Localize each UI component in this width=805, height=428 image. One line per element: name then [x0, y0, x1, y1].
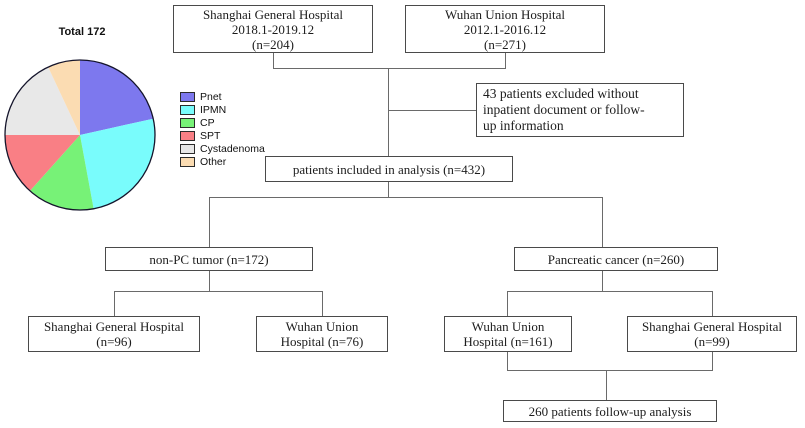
- box-line: up information: [483, 118, 564, 133]
- connector: [322, 291, 323, 316]
- box-wuhan-top: Wuhan Union Hospital 2012.1-2016.12 (n=2…: [405, 5, 605, 53]
- connector: [209, 271, 210, 292]
- legend-label: IPMN: [200, 104, 227, 116]
- box-wuhan-76: Wuhan Union Hospital (n=76): [256, 316, 388, 352]
- legend-item-cp: CP: [180, 117, 265, 129]
- box-non-pc-tumor: non-PC tumor (n=172): [105, 247, 313, 271]
- box-line: Pancreatic cancer (n=260): [547, 251, 685, 267]
- box-line: Shanghai General Hospital: [43, 319, 185, 334]
- box-line: Hospital (n=76): [280, 334, 364, 349]
- legend-swatch-cp: [180, 118, 195, 128]
- pie-outline: [4, 59, 156, 211]
- connector: [507, 291, 508, 316]
- legend-label: Cystadenoma: [200, 143, 265, 155]
- legend-item-spt: SPT: [180, 130, 265, 142]
- connector: [712, 291, 713, 316]
- legend-item-ipmn: IPMN: [180, 104, 265, 116]
- connector: [606, 370, 607, 400]
- box-line: (n=271): [484, 36, 526, 52]
- legend-swatch-ipmn: [180, 105, 195, 115]
- box-line: Hospital (n=161): [463, 334, 553, 349]
- box-excluded: 43 patients excluded without inpatient d…: [476, 83, 684, 137]
- box-line: non-PC tumor (n=172): [149, 251, 269, 267]
- box-line: inpatient document or follow-: [483, 102, 645, 117]
- box-followup: 260 patients follow-up analysis: [503, 400, 717, 422]
- connector: [114, 291, 323, 292]
- pie-legend: Pnet IPMN CP SPT Cystadenoma Other: [180, 91, 265, 169]
- box-shanghai-99: Shanghai General Hospital (n=99): [627, 316, 797, 352]
- connector: [273, 68, 506, 69]
- legend-label: Other: [200, 156, 227, 168]
- box-line: patients included in analysis (n=432): [292, 161, 486, 177]
- box-shanghai-96: Shanghai General Hospital (n=96): [28, 316, 200, 352]
- box-wuhan-161: Wuhan Union Hospital (n=161): [444, 316, 572, 352]
- legend-swatch-other: [180, 157, 195, 167]
- connector: [114, 291, 115, 316]
- box-line: Wuhan Union Hospital: [444, 6, 566, 22]
- box-line: 43 patients excluded without: [483, 86, 639, 101]
- connector: [388, 68, 389, 156]
- connector: [507, 370, 713, 371]
- legend-label: SPT: [200, 130, 221, 142]
- connector: [712, 352, 713, 371]
- connector: [507, 291, 713, 292]
- box-line: 260 patients follow-up analysis: [528, 403, 692, 419]
- pie-chart: [4, 59, 156, 211]
- box-line: Shanghai General Hospital: [202, 6, 344, 22]
- connector: [507, 352, 508, 371]
- box-line: Wuhan Union: [471, 319, 545, 334]
- pie-slice-cystadenoma: [5, 67, 80, 135]
- box-line: 2018.1-2019.12: [231, 21, 315, 37]
- legend-item-pnet: Pnet: [180, 91, 265, 103]
- box-line: (n=204): [252, 36, 294, 52]
- connector: [602, 271, 603, 292]
- pie-slice-cp: [29, 135, 94, 210]
- pie-slice-spt: [5, 135, 80, 191]
- legend-swatch-cystadenoma: [180, 144, 195, 154]
- box-line: (n=96): [96, 334, 132, 349]
- pie-slice-ipmn: [80, 118, 156, 209]
- box-line: (n=99): [694, 334, 730, 349]
- box-line: Wuhan Union: [285, 319, 359, 334]
- box-shanghai-top: Shanghai General Hospital 2018.1-2019.12…: [173, 5, 373, 53]
- pie-slice-other: [48, 60, 80, 135]
- connector: [209, 197, 210, 247]
- legend-swatch-spt: [180, 131, 195, 141]
- connector: [209, 197, 603, 198]
- box-included: patients included in analysis (n=432): [265, 156, 513, 182]
- legend-label: CP: [200, 117, 215, 129]
- connector: [602, 197, 603, 247]
- connector: [388, 182, 389, 198]
- pie-slice-pnet: [80, 60, 154, 135]
- legend-swatch-pnet: [180, 92, 195, 102]
- box-line: 2012.1-2016.12: [463, 21, 547, 37]
- pie-chart-title: Total 172: [58, 26, 106, 38]
- legend-item-other: Other: [180, 156, 265, 168]
- connector: [273, 53, 274, 69]
- connector: [505, 53, 506, 69]
- box-pancreatic-cancer: Pancreatic cancer (n=260): [514, 247, 718, 271]
- legend-label: Pnet: [200, 91, 222, 103]
- legend-item-cystadenoma: Cystadenoma: [180, 143, 265, 155]
- connector: [389, 110, 476, 111]
- box-line: Shanghai General Hospital: [641, 319, 783, 334]
